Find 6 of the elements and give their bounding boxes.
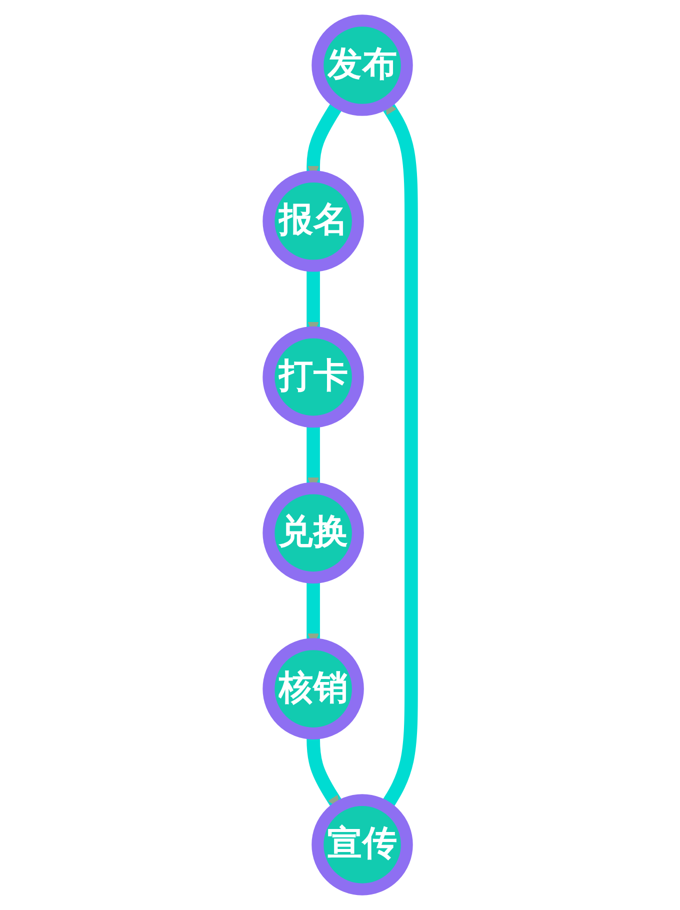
node-circle: 宣传 — [312, 794, 413, 896]
node-circle: 发布 — [312, 14, 413, 116]
node-circle: 报名 — [262, 170, 364, 272]
node-circle: 核销 — [262, 638, 364, 740]
node-circle: 兑换 — [262, 482, 364, 584]
node-circle: 打卡 — [262, 326, 364, 428]
